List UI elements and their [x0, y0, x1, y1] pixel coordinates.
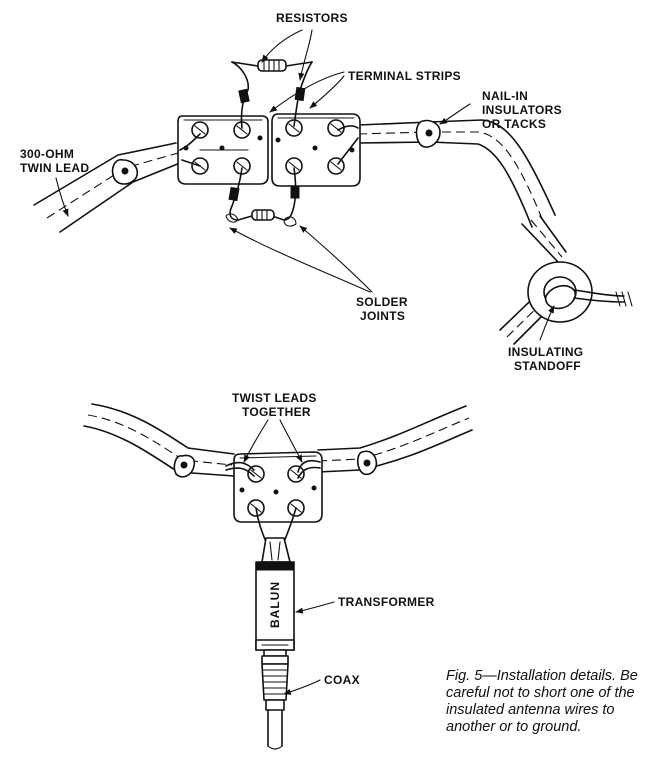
label-twist-2: TOGETHER — [242, 405, 311, 419]
label-twin-lead-2: TWIN LEAD — [20, 161, 89, 175]
label-solder-1: SOLDER — [356, 295, 408, 309]
label-nail-in-2: INSULATORS — [482, 103, 562, 117]
bottom-left-twin-lead — [83, 403, 235, 478]
left-twin-lead — [33, 142, 181, 233]
label-solder-2: JOINTS — [360, 309, 405, 323]
twisted-lead-left — [225, 461, 255, 471]
wire-left-lower — [181, 159, 201, 167]
terminal-strip-bottom — [233, 451, 323, 523]
resistor-top — [231, 59, 313, 129]
label-nail-in-3: OR TACKS — [482, 117, 546, 131]
terminal-strip-left — [177, 115, 269, 185]
twisted-lead-right-2 — [297, 466, 321, 479]
nail-in-insulator-left — [111, 158, 139, 185]
resistor-bottom — [225, 167, 300, 227]
coax-connector — [261, 649, 289, 750]
label-standoff-2: STANDOFF — [514, 359, 581, 373]
nail-in-insulator-right — [415, 119, 441, 148]
wire-right-lower — [337, 137, 359, 165]
balun-label: BALUN — [268, 581, 282, 628]
label-standoff-1: INSULATING — [508, 345, 583, 359]
labels: RESISTORS TERMINAL STRIPS NAIL-IN INSULA… — [20, 11, 583, 687]
callout-arrows — [55, 29, 555, 695]
insulating-standoff-detail — [499, 215, 633, 345]
label-twist-1: TWIST LEADS — [232, 391, 317, 405]
label-transformer: TRANSFORMER — [338, 595, 435, 609]
top-assembly — [33, 59, 556, 233]
right-twin-lead — [357, 119, 556, 228]
nail-in-insulator-bottom-right — [356, 450, 378, 476]
twisted-lead-right — [297, 459, 321, 473]
bottom-assembly: BALUN — [83, 403, 473, 750]
terminal-strip-right — [271, 113, 361, 187]
label-resistors: RESISTORS — [276, 11, 348, 25]
wire-right-upper — [337, 125, 359, 131]
label-coax: COAX — [324, 673, 360, 687]
label-twin-lead-1: 300-OHM — [20, 147, 74, 161]
balun-transformer: BALUN — [255, 537, 295, 651]
twisted-lead-left-2 — [225, 467, 255, 477]
bottom-right-twin-lead — [317, 405, 473, 476]
figure-caption: Fig. 5—Installation details. Be careful … — [446, 668, 638, 735]
nail-in-insulator-bottom-left — [173, 454, 196, 478]
label-terminal-strips: TERMINAL STRIPS — [348, 69, 461, 83]
wire-left-upper — [179, 133, 201, 151]
label-nail-in-1: NAIL-IN — [482, 89, 528, 103]
